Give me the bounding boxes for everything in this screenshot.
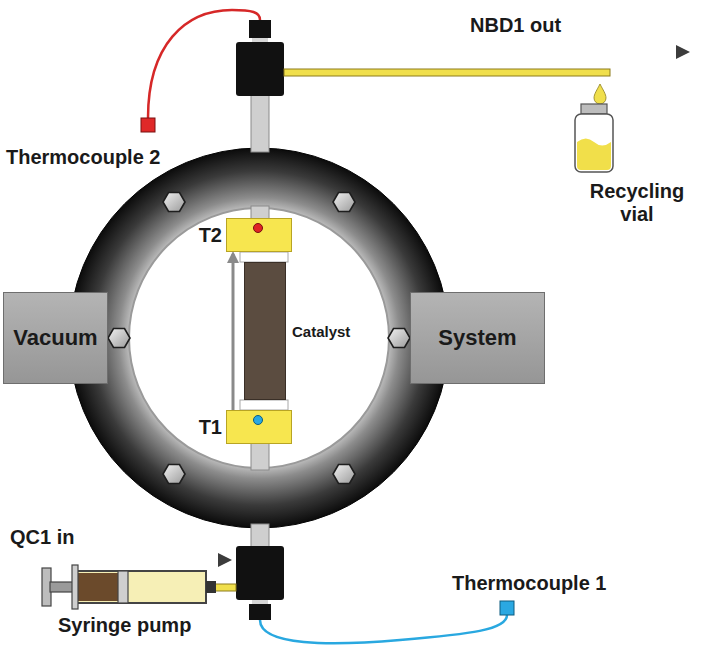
part-label: Syringe pump: [58, 614, 191, 637]
syringe-tip: [206, 581, 216, 593]
plunger-head: [118, 571, 128, 603]
vial-body: [575, 114, 613, 172]
fitting-cap: [249, 20, 271, 38]
fitting-band: [252, 600, 268, 604]
fitting-band: [252, 38, 268, 42]
bolt: [108, 329, 130, 348]
bolt: [163, 193, 185, 212]
inlet-tube: [214, 584, 236, 591]
bolt: [388, 329, 410, 348]
port-block: Vacuum: [3, 292, 108, 384]
drop: [594, 84, 606, 104]
part-label: Thermocouple 2: [6, 146, 160, 169]
thermocouple-plug: [141, 118, 155, 132]
bolt: [333, 193, 355, 212]
node-label: T2: [199, 224, 222, 247]
part-label: Recycling vial: [582, 180, 692, 226]
syringe-content: [78, 573, 120, 601]
spacer: [240, 252, 288, 262]
syringe-flange: [72, 565, 78, 609]
sensor-tip: [253, 223, 263, 233]
arrow-head: [676, 45, 690, 59]
sensor-tip: [253, 415, 263, 425]
stem: [251, 443, 269, 470]
node-label: Vacuum: [13, 325, 97, 350]
syringe-barrel: [76, 571, 206, 603]
flange-ring: [69, 148, 449, 528]
flow-arrow: [300, 51, 678, 54]
port-block: System: [410, 292, 545, 384]
vial-liquid: [577, 139, 611, 171]
fitting-body: [236, 546, 284, 600]
node-label: T1: [199, 416, 222, 439]
stem: [251, 94, 269, 152]
thermocouple-wire: [260, 615, 507, 643]
bolt: [163, 465, 185, 484]
node-label: Catalyst: [292, 323, 350, 340]
outlet-tube: [284, 69, 610, 76]
arrow-head: [218, 553, 232, 567]
part-label: Thermocouple 1: [452, 572, 606, 595]
vial-cap: [581, 104, 607, 114]
flow-label: QC1 in: [10, 526, 74, 549]
sensor-block: T1: [226, 410, 292, 444]
window: [129, 208, 389, 468]
flow-arrow: [8, 559, 220, 562]
thermocouple-wire: [148, 10, 260, 118]
thermocouple-plug: [500, 601, 514, 615]
catalyst-bed: Catalyst: [244, 262, 286, 400]
bolt: [333, 465, 355, 484]
flow-arrow: [232, 254, 235, 410]
flow-label: NBD1 out: [470, 14, 561, 37]
stem: [251, 524, 269, 548]
spacer: [240, 400, 288, 410]
node-label: System: [438, 325, 516, 350]
fitting-body: [236, 42, 284, 96]
fitting-cap: [249, 604, 271, 620]
sensor-block: T2: [226, 218, 292, 252]
